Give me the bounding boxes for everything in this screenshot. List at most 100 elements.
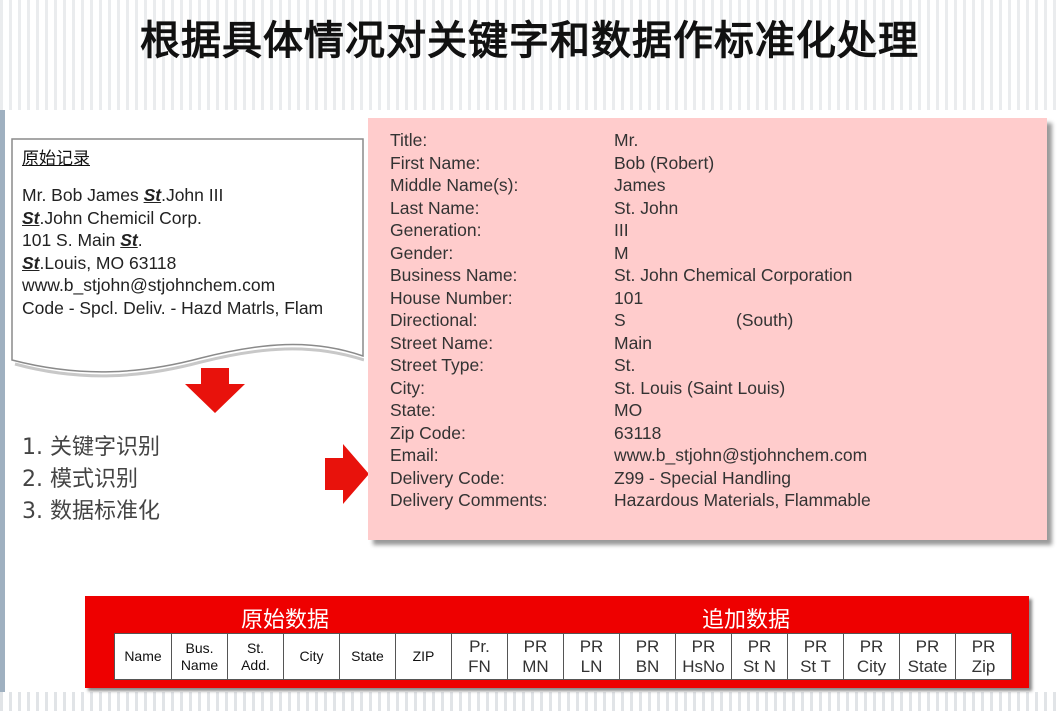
document-shape	[11, 138, 364, 378]
source-record-heading: 原始记录	[22, 149, 90, 169]
original-field-cell: City	[283, 633, 340, 680]
right-arrow-icon	[325, 444, 369, 509]
st-keyword-highlight: St	[22, 252, 40, 273]
field-key: Business Name:	[390, 265, 518, 285]
left-border-rule	[0, 110, 5, 692]
field-key: House Number:	[390, 287, 513, 308]
field-value: St. Louis (Saint Louis)	[614, 377, 786, 398]
source-record-line: St.John Chemicil Corp.	[22, 207, 357, 230]
st-keyword-highlight: St	[143, 185, 162, 205]
field-note: (South)	[736, 310, 794, 330]
field-key: Street Type:	[390, 355, 485, 375]
field-key: Title:	[390, 130, 428, 150]
source-record-line: Mr. Bob James St.John III	[22, 184, 357, 207]
source-record-line: St.Louis, MO 63118	[22, 252, 357, 275]
source-record-text-part: Code - Spcl. Deliv. - Hazd Matrls, Flam	[22, 297, 324, 318]
original-field-cell: Name	[114, 633, 172, 680]
slide-title: 根据具体情况对关键字和数据作标准化处理	[140, 18, 919, 64]
field-value: James	[614, 175, 666, 195]
field-value: 101	[614, 287, 644, 308]
step-data-standardization: 3. 数据标准化	[22, 499, 160, 524]
added-field-cell: Pr.FN	[451, 633, 508, 680]
source-record-text-part: .John Chemicil Corp.	[39, 207, 202, 228]
field-cell-label: Bus.Name	[180, 639, 219, 673]
field-cell-label: Pr.FN	[468, 636, 491, 676]
field-value: Hazardous Materials, Flammable	[614, 490, 871, 510]
field-value: St. John	[614, 197, 679, 218]
original-data-label: 原始数据	[241, 608, 330, 633]
original-field-cell: State	[339, 633, 396, 680]
field-key: Generation:	[390, 220, 482, 240]
field-value: 63118	[614, 422, 662, 443]
field-value: M	[614, 242, 629, 263]
field-cell-label: Name	[124, 648, 162, 664]
field-key: Street Name:	[390, 332, 494, 353]
field-key: Middle Name(s):	[390, 175, 519, 195]
process-steps: 1. 关键字识别 2. 模式识别 3. 数据标准化	[22, 432, 160, 528]
source-record-line: www.b_stjohn@stjohnchem.com	[22, 274, 357, 297]
binary-pattern-top	[0, 0, 1059, 110]
field-value: St. John Chemical Corporation	[614, 265, 853, 285]
field-key: Delivery Code:	[390, 467, 505, 488]
st-keyword-highlight: St	[120, 230, 138, 250]
field-value: Main	[614, 332, 652, 353]
original-field-cell: Bus.Name	[171, 633, 228, 680]
st-keyword-highlight: St	[22, 207, 40, 228]
field-key: Delivery Comments:	[390, 490, 548, 510]
field-key: Last Name:	[390, 197, 480, 218]
field-value: Bob (Robert)	[614, 152, 715, 173]
source-record-line: 101 S. Main St.	[22, 229, 357, 252]
source-record-text-part: 101 S. Main	[22, 230, 121, 250]
source-record-line: Code - Spcl. Deliv. - Hazd Matrls, Flam	[22, 297, 357, 320]
field-key: State:	[390, 400, 436, 420]
field-key: City:	[390, 377, 425, 398]
source-record-text-part: .	[137, 230, 143, 250]
field-key: First Name:	[390, 152, 481, 173]
field-value: Z99 - Special Handling	[614, 467, 792, 488]
field-key: Email:	[390, 445, 439, 465]
field-key: Directional:	[390, 310, 478, 330]
field-key: Zip Code:	[390, 422, 466, 443]
field-key: Gender:	[390, 242, 454, 263]
step-keyword-recognition: 1. 关键字识别	[22, 435, 160, 460]
field-value: www.b_stjohn@stjohnchem.com	[614, 445, 868, 465]
field-cell-label: State	[351, 648, 384, 664]
source-record-text-part: .John III	[161, 185, 224, 205]
field-cell-label: City	[299, 648, 324, 664]
field-cell-label: St.Add.	[241, 639, 270, 673]
source-record-text-part: .Louis, MO 63118	[39, 252, 177, 273]
field-cell-label: ZIP	[412, 648, 435, 664]
down-arrow-icon	[185, 368, 245, 419]
original-field-cell: ZIP	[395, 633, 452, 680]
field-value: S	[614, 310, 626, 330]
field-value: Mr.	[614, 130, 639, 150]
binary-pattern-bottom	[0, 692, 1059, 711]
field-value: MO	[614, 400, 643, 420]
source-record-text-part: www.b_stjohn@stjohnchem.com	[22, 275, 276, 295]
field-value: St.	[614, 355, 636, 375]
original-field-cell: St.Add.	[227, 633, 284, 680]
source-record-text-part: Mr. Bob James	[22, 185, 144, 205]
step-pattern-recognition: 2. 模式识别	[22, 467, 138, 492]
